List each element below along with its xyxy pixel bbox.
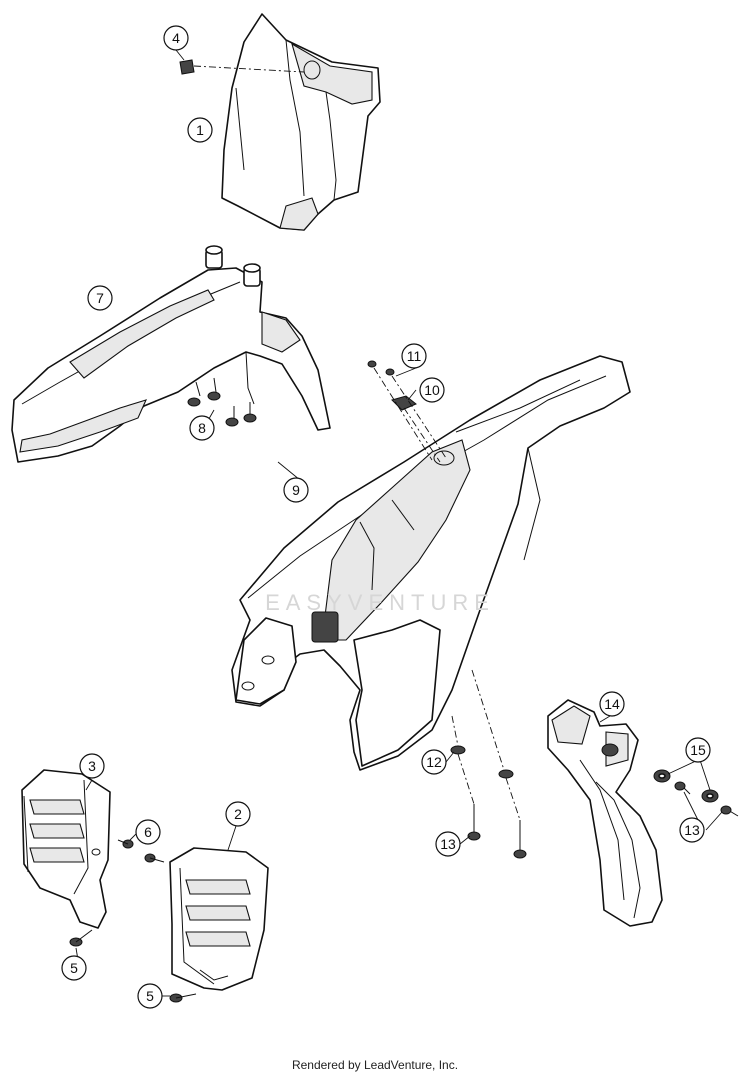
callout-11: 11 [401, 343, 427, 369]
callout-10: 10 [419, 377, 445, 403]
part-washers[interactable] [653, 769, 719, 803]
callout-9-label: 9 [292, 482, 300, 498]
part-cover-bolts[interactable] [117, 839, 165, 863]
callout-14: 14 [599, 691, 625, 717]
part-cover-screw-lower[interactable] [169, 993, 197, 1003]
callout-15-label: 15 [690, 742, 706, 758]
callout-1-label: 1 [196, 122, 204, 138]
part-number-plate[interactable] [221, 13, 381, 231]
callout-8-label: 8 [198, 420, 206, 436]
callout-7-label: 7 [96, 290, 104, 306]
callout-11-label: 11 [407, 348, 422, 364]
callout-15: 15 [685, 737, 711, 763]
callout-1: 1 [187, 117, 213, 143]
callout-2: 2 [225, 801, 251, 827]
callout-7: 7 [87, 285, 113, 311]
callout-3-label: 3 [88, 758, 96, 774]
callout-5-upper-label: 5 [70, 960, 78, 976]
callout-13-side-cover: 13 [679, 817, 705, 843]
footer-credit: Rendered by LeadVenture, Inc. [291, 1058, 459, 1072]
leader-lines [75, 49, 723, 997]
part-rear-fender-screws[interactable] [457, 753, 527, 859]
part-right-radiator-cover[interactable] [169, 847, 269, 991]
part-fender-bolts[interactable] [367, 360, 447, 461]
part-front-fender[interactable] [11, 245, 331, 463]
part-cover-screw-upper[interactable] [69, 929, 93, 947]
watermark-text: EASYVENTURE [265, 590, 495, 615]
part-fender-screws[interactable] [187, 377, 257, 427]
callout-9: 9 [283, 477, 309, 503]
callout-4: 4 [163, 25, 189, 51]
callout-12: 12 [421, 749, 447, 775]
callout-4-label: 4 [172, 30, 180, 46]
callout-3: 3 [79, 753, 105, 779]
callout-14-label: 14 [604, 696, 620, 712]
part-left-radiator-cover[interactable] [21, 769, 111, 929]
callout-6: 6 [135, 819, 161, 845]
part-plate-screw[interactable] [179, 59, 305, 75]
callout-6-label: 6 [144, 824, 152, 840]
callout-5-lower-label: 5 [146, 988, 154, 1004]
callout-13-rear-fender-label: 13 [440, 836, 456, 852]
callout-13-rear-fender: 13 [435, 831, 461, 857]
callout-2-label: 2 [234, 806, 242, 822]
callout-5-lower: 5 [137, 983, 163, 1009]
callout-10-label: 10 [424, 382, 440, 398]
part-rear-fender[interactable] [231, 355, 631, 771]
callout-13-side-cover-label: 13 [684, 822, 700, 838]
part-side-cover[interactable] [547, 699, 663, 927]
part-bushings[interactable] [450, 669, 514, 779]
part-side-cover-screws[interactable] [674, 781, 739, 817]
callout-12-label: 12 [426, 754, 442, 770]
callout-5-upper: 5 [61, 955, 87, 981]
callout-8: 8 [189, 415, 215, 441]
